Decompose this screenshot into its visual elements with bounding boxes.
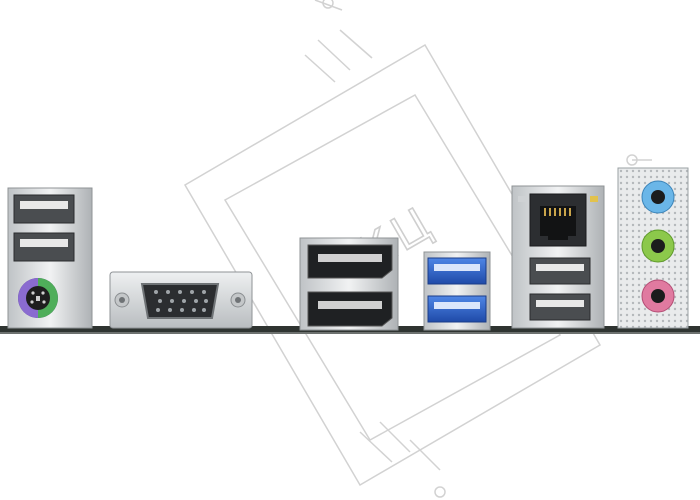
displayport-stack: [299, 237, 399, 331]
watermark: [183, 0, 652, 498]
usb-3-0-stack: [423, 251, 491, 331]
audio-line-in-jack: [641, 180, 675, 214]
audio-line-out-jack: [641, 229, 675, 263]
ps2-combo-port: [18, 278, 58, 318]
audio-jacks: [617, 167, 689, 329]
vga-port: [109, 271, 253, 329]
usb-2-0-stack-right: [529, 257, 591, 321]
audio-mic-jack: [641, 279, 675, 313]
